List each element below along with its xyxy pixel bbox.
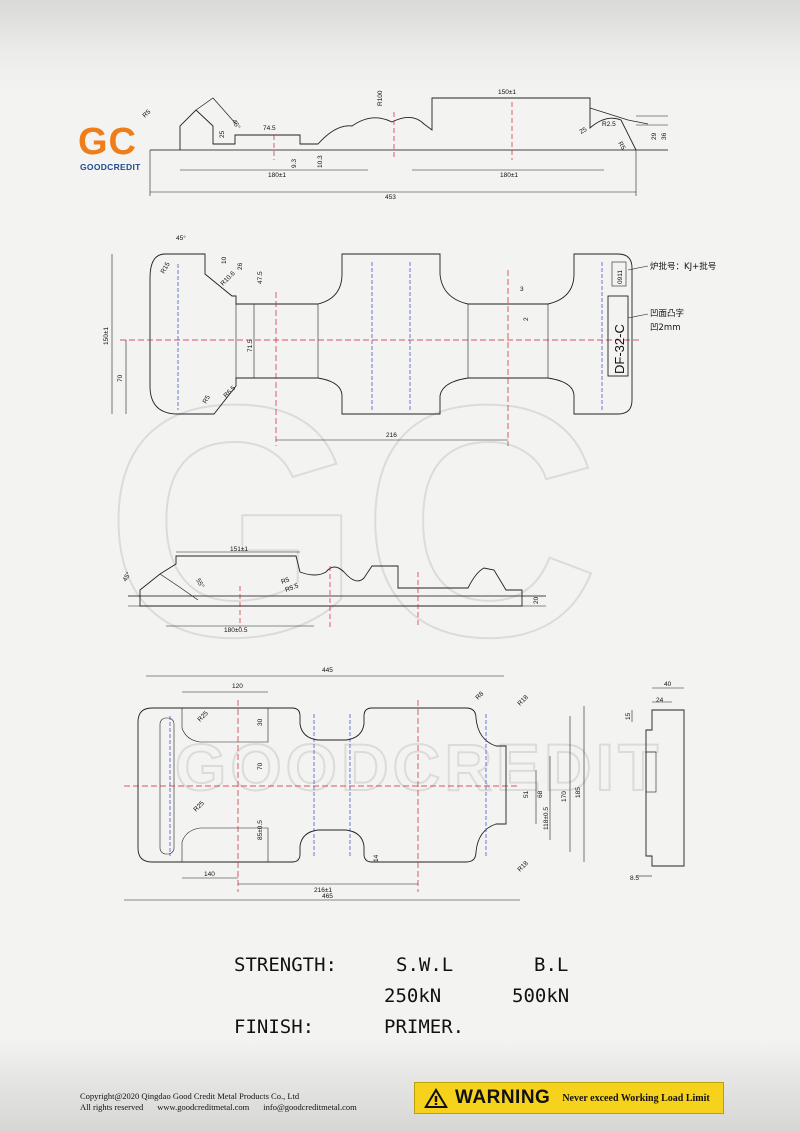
dim-label: R5 [141, 108, 152, 119]
bl-value: 500kN [512, 985, 570, 1007]
dim-label: 26 [237, 262, 244, 270]
view-side-elevation [128, 551, 546, 628]
logo-mark: GC [78, 121, 137, 163]
stamp-text: DF-32-C [612, 324, 627, 374]
footer-rights: All rights reserved [80, 1102, 144, 1112]
dim-label: 14 [373, 854, 380, 862]
dim-label: R18 [516, 860, 530, 874]
dim-label: 180±1 [500, 172, 518, 179]
dim-label: 70 [257, 762, 264, 770]
dim-label: R5 [202, 394, 212, 405]
dim-label: 24 [656, 697, 664, 704]
dim-label: 465 [322, 893, 333, 900]
bl-label: B.L [534, 954, 569, 976]
warning-text: Never exceed Working Load Limit [562, 1092, 710, 1104]
dim-label: 45° [230, 118, 242, 131]
view-top-elevation [149, 97, 668, 196]
dim-label: 120 [232, 683, 243, 690]
note-emboss: 凹面凸字 [650, 308, 684, 319]
company-logo: GC GOODCREDIT [78, 122, 158, 182]
warning-triangle-icon [424, 1088, 448, 1108]
dim-label: 36 [661, 132, 668, 140]
dim-label: 150±1 [103, 327, 110, 345]
dim-label: R100 [377, 90, 384, 106]
dim-label: 85±0.5 [257, 820, 264, 840]
dim-label: 70 [117, 374, 124, 382]
logo-name: GOODCREDIT [80, 162, 141, 172]
dim-label: 47.5 [257, 271, 264, 284]
batch-tag: 0911 [617, 270, 624, 284]
swl-value: 250kN [384, 985, 442, 1007]
dim-label: 68 [537, 790, 544, 798]
warning-banner: WARNING Never exceed Working Load Limit [414, 1082, 724, 1114]
dim-label: R5.5 [284, 582, 300, 593]
dim-label: 118±0.5 [543, 807, 550, 830]
dim-label: R5 [616, 141, 626, 152]
specs-block: STRENGTH: S.W.L B.L 250kN 500kN FINISH: … [234, 950, 654, 1043]
dim-label: 3 [520, 286, 524, 293]
footer-website[interactable]: www.goodcreditmetal.com [157, 1102, 250, 1112]
strength-row: STRENGTH: S.W.L B.L [234, 950, 654, 981]
watermark-gc: GC [105, 336, 600, 705]
dim-label: 29 [651, 132, 658, 140]
warning-title: WARNING [455, 1087, 551, 1108]
watermark-goodcredit: GOODCREDIT [175, 730, 662, 804]
view-bottom-plan [124, 675, 585, 901]
dim-label: 71.5 [247, 339, 254, 352]
dim-label: 151±1 [230, 546, 248, 553]
strength-label: STRENGTH: [234, 954, 337, 976]
background-texture-top [0, 0, 800, 90]
dim-label: R25 [196, 710, 210, 724]
dim-label: 45° [176, 234, 186, 242]
footer-contact-line: All rights reserved www.goodcreditmetal.c… [80, 1102, 357, 1113]
dim-label: 10.3 [317, 155, 324, 168]
dim-label: 180±0.5 [224, 627, 248, 634]
dim-label: 216 [386, 432, 397, 439]
dim-label: 2 [523, 317, 530, 321]
dim-label: 25 [219, 130, 226, 138]
footer-email[interactable]: info@goodcreditmetal.com [263, 1102, 357, 1112]
swl-label: S.W.L [396, 954, 454, 976]
footer-info: Copyright@2020 Qingdao Good Credit Metal… [80, 1091, 357, 1113]
dim-label: 185 [575, 787, 582, 798]
footer-copyright: Copyright@2020 Qingdao Good Credit Metal… [80, 1091, 300, 1101]
dim-label: 216±1 [314, 887, 332, 894]
dim-label: 140 [204, 871, 215, 878]
watermark: GC GOODCREDIT [104, 335, 662, 805]
note-batch-number: 炉批号：KJ+批号 [650, 261, 716, 272]
dim-label: R5 [280, 576, 291, 586]
dim-label: 30 [257, 718, 264, 726]
finish-label: FINISH: [234, 1016, 315, 1038]
note-emboss-depth: 凹2mm [650, 323, 680, 333]
dim-label: R8 [474, 690, 485, 701]
view-section [631, 687, 685, 877]
dim-label: 15 [625, 712, 632, 720]
dim-label: 10 [221, 256, 228, 264]
dim-label: 453 [385, 194, 396, 201]
view-plan [111, 253, 649, 446]
dim-label: 180±1 [268, 172, 286, 179]
dim-label: R2.5 [602, 121, 616, 128]
dim-label: 170 [561, 791, 568, 802]
dim-label: R10.6 [219, 270, 236, 287]
finish-row: FINISH: PRIMER. [234, 1012, 654, 1043]
dim-label: R15 [160, 261, 172, 275]
dim-label: 51 [523, 790, 530, 798]
dim-label: 150±1 [498, 89, 516, 96]
strength-values-row: 250kN 500kN [234, 981, 654, 1012]
dim-label: 9.3 [291, 159, 298, 168]
dim-label: 74.5 [263, 125, 276, 132]
dim-label: 40 [664, 681, 672, 688]
finish-value: PRIMER. [384, 1016, 465, 1038]
dim-label: 20 [533, 596, 540, 604]
dim-label: 8.5 [630, 875, 639, 882]
dim-label: 445 [322, 667, 333, 674]
dim-label: 25 [579, 126, 589, 136]
